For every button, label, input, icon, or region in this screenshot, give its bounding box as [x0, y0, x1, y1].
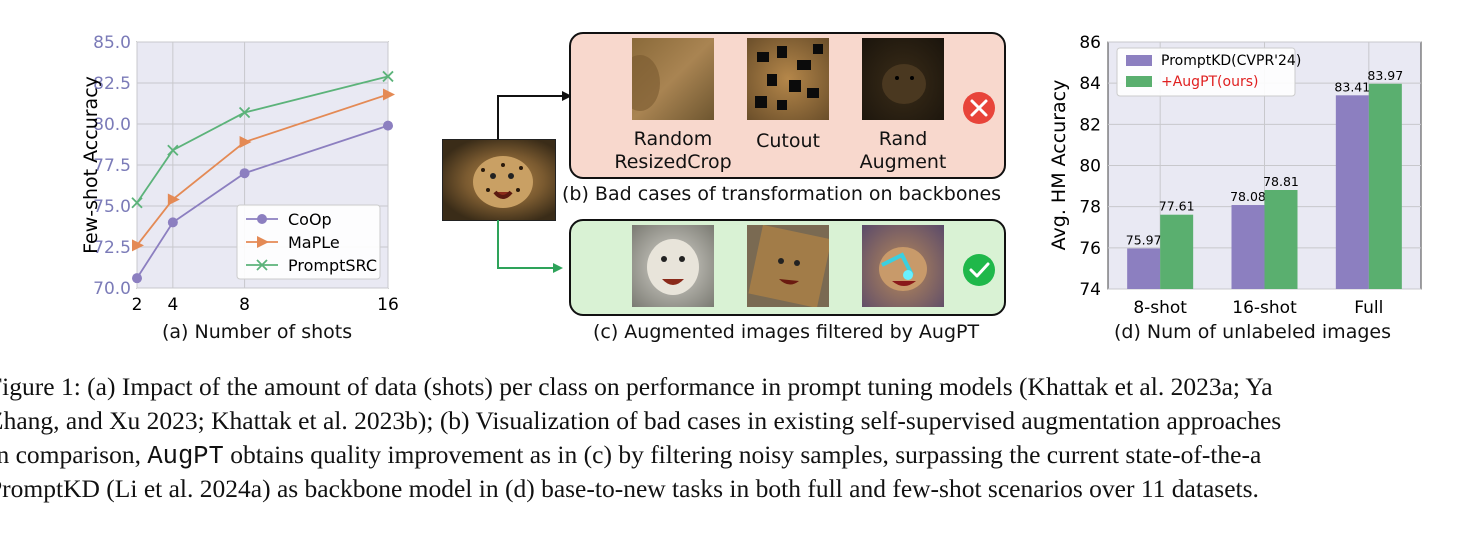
bar-value-label: 75.97	[1126, 232, 1162, 247]
x-tick-label: Full	[1354, 298, 1383, 318]
x-tick-label: 2	[132, 295, 143, 315]
x-tick-label: 4	[167, 295, 178, 315]
rand-augment-image	[862, 38, 944, 120]
data-point	[167, 144, 179, 156]
y-tick-label: 75.0	[93, 197, 131, 217]
label-line-1: Random	[633, 128, 713, 150]
y-tick-label: 72.5	[93, 238, 131, 258]
random-resized-crop-image	[632, 38, 714, 120]
y-tick-label: 82	[1079, 115, 1101, 135]
label-line-2: Augment	[859, 151, 947, 173]
method-name: AugPT	[147, 442, 224, 471]
legend: PromptKD(CVPR'24) +AugPT(ours)	[1116, 47, 1301, 97]
caption-text: obtains quality improvement as in (c) by…	[223, 440, 1262, 469]
label-line-1: Rand	[878, 128, 928, 150]
legend-entry: MaPLe	[288, 233, 340, 252]
bar-value-label: 83.41	[1334, 79, 1370, 94]
legend-entry: +AugPT(ours)	[1161, 74, 1258, 90]
cross-circle-icon	[963, 92, 995, 124]
panel-c-caption: (c) Augmented images filtered by AugPT	[593, 321, 980, 343]
bar-value-label: 83.97	[1367, 68, 1403, 83]
x-tick-label: 16	[377, 295, 399, 315]
legend-marker	[256, 259, 268, 271]
data-point	[383, 88, 395, 101]
label-line-2: ResizedCrop	[614, 151, 732, 173]
aug-label-cutout: Cutout	[728, 130, 848, 153]
bar-value-label: 78.08	[1230, 189, 1266, 204]
bar	[1231, 205, 1265, 289]
line-chart: 70.0 72.5 75.0 77.5 80.0 82.5 85.0 2 4 8 16 Few-s…	[80, 33, 399, 315]
bar	[1335, 95, 1369, 289]
data-point	[382, 70, 394, 83]
data-point	[132, 239, 144, 252]
y-tick-label: 77.5	[93, 156, 131, 176]
y-tick-label: 70.0	[93, 279, 131, 299]
augmented-image-1	[632, 225, 714, 307]
aug-label-rand-augment: Rand Augment	[843, 128, 963, 174]
aug-label-random-resized-crop: Random ResizedCrop	[613, 128, 733, 174]
y-tick-label: 80	[1079, 157, 1101, 177]
panel-a-caption: (a) Number of shots	[162, 321, 353, 343]
figure-caption-line-1: Figure 1: (a) Impact of the amount of da…	[0, 372, 1273, 401]
y-axis-label: Avg. HM Accuracy	[1048, 80, 1070, 251]
augmented-image-2	[747, 225, 829, 307]
panel-b-caption: (b) Bad cases of transformation on backb…	[562, 183, 1002, 205]
bar	[1264, 189, 1298, 289]
x-tick-label: 16-shot	[1232, 298, 1297, 318]
data-point	[132, 273, 142, 284]
y-tick-label: 85.0	[93, 33, 131, 53]
y-axis-label: Few-shot Accuracy	[80, 76, 102, 254]
bar-value-label: 77.61	[1159, 199, 1195, 214]
data-point	[383, 120, 393, 131]
flow-arrows	[497, 91, 572, 273]
data-point	[239, 168, 250, 179]
series-line-coop	[136, 124, 389, 279]
panel-d-caption: (d) Num of unlabeled images	[1114, 321, 1391, 343]
data-point	[167, 217, 178, 228]
y-tick-label: 76	[1079, 239, 1101, 259]
figure-caption-line-4: PromptKD (Li et al. 2024a) as backbone m…	[0, 474, 1259, 503]
augmented-image-3	[862, 225, 944, 307]
bar	[1160, 214, 1194, 289]
caption-text: In comparison,	[0, 440, 148, 469]
series-line-promptsrc	[136, 75, 389, 204]
data-point	[238, 106, 251, 119]
y-tick-label: 84	[1079, 74, 1101, 94]
bar	[1127, 248, 1161, 289]
data-point	[167, 193, 180, 206]
legend-marker	[257, 236, 269, 248]
legend-entry: PromptKD(CVPR'24)	[1161, 53, 1301, 69]
data-point	[131, 197, 143, 209]
series-line-maple	[136, 93, 389, 246]
x-tick-label: 8-shot	[1133, 298, 1187, 318]
y-tick-label: 80.0	[93, 115, 131, 135]
figure-caption-line-2: Zhang, and Xu 2023; Khattak et al. 2023b…	[0, 406, 1282, 435]
y-tick-label: 74	[1079, 280, 1101, 300]
bar-value-label: 78.81	[1263, 174, 1299, 189]
y-tick-label: 86	[1079, 33, 1101, 53]
y-tick-label: 82.5	[93, 74, 131, 94]
data-point	[239, 136, 252, 149]
y-tick-label: 78	[1079, 198, 1101, 218]
cutout-image	[747, 38, 829, 120]
legend-marker	[257, 214, 267, 224]
legend-entry: CoOp	[288, 210, 332, 229]
check-circle-icon	[963, 254, 995, 286]
label-line-1: Cutout	[756, 130, 820, 152]
legend-entry: PromptSRC	[288, 256, 377, 275]
bar	[1368, 83, 1402, 289]
figure-caption-line-3: In comparison, AugPT obtains quality imp…	[0, 440, 1261, 471]
x-tick-label: 8	[239, 295, 250, 315]
